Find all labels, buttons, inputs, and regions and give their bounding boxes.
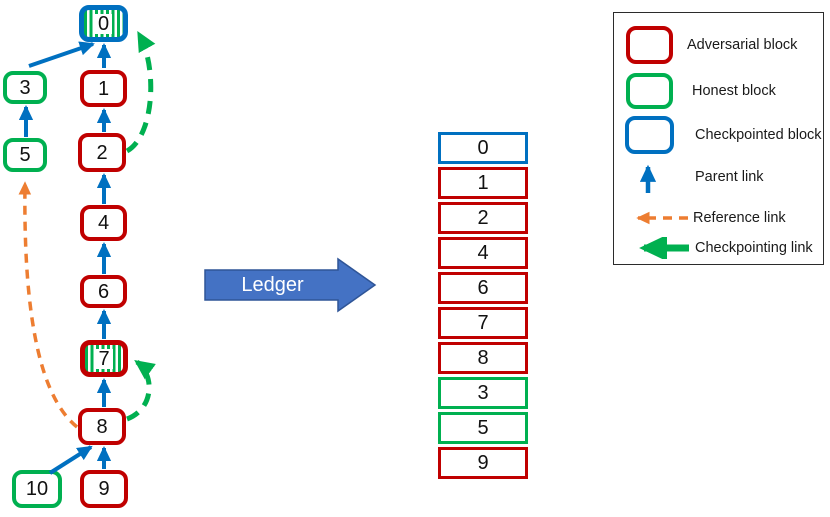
ledger-cell-9-label: 9 <box>477 452 489 474</box>
ledger-cell-4: 4 <box>438 237 528 269</box>
block-2: 2 <box>78 133 126 172</box>
block-6: 6 <box>80 275 127 308</box>
block-4: 4 <box>80 205 127 241</box>
legend-honest-block-swatch <box>626 73 673 109</box>
legend-adversarial-block-label: Adversarial block <box>687 37 798 53</box>
ledger-cell-1-label: 1 <box>477 172 489 194</box>
block-10-label: 10 <box>22 479 52 499</box>
parent-link-10-8 <box>48 445 93 475</box>
block-10: 10 <box>12 470 62 508</box>
block-8-label: 8 <box>93 416 111 437</box>
legend-parent-link-arrow-icon <box>639 164 657 193</box>
ledger-cell-3-label: 3 <box>477 382 489 404</box>
ledger-cell-6: 6 <box>438 272 528 304</box>
legend-reference-link-label: Reference link <box>693 210 786 226</box>
reference-link-8-5 <box>18 181 79 429</box>
ledger-cell-7-label: 7 <box>477 312 489 334</box>
block-7: 7 <box>80 340 128 377</box>
ledger-cell-8-label: 8 <box>477 347 489 369</box>
ledger-cell-0-label: 0 <box>477 137 489 159</box>
legend-checkpointing-link-label: Checkpointing link <box>695 240 813 256</box>
ledger-arrow <box>204 257 377 313</box>
ledger-cell-5-label: 5 <box>477 417 489 439</box>
legend-checkpointing-link-arrow-icon <box>639 237 689 259</box>
ledger-arrow-label: Ledger <box>241 273 304 296</box>
checkpointing-link-8-7 <box>125 359 156 422</box>
ledger-cell-8: 8 <box>438 342 528 374</box>
ledger-cell-3: 3 <box>438 377 528 409</box>
ledger-cell-2: 2 <box>438 202 528 234</box>
block-0: 0 <box>79 5 128 42</box>
legend-parent-link-label: Parent link <box>695 169 764 185</box>
block-6-label: 6 <box>94 281 113 302</box>
ledger-cell-5: 5 <box>438 412 528 444</box>
legend-adversarial-block-swatch <box>626 26 673 64</box>
block-9-label: 9 <box>95 479 113 499</box>
block-5-label: 5 <box>16 145 34 165</box>
legend-checkpointed-block-label: Checkpointed block <box>695 127 822 143</box>
block-9: 9 <box>80 470 128 508</box>
block-1-label: 1 <box>94 78 113 99</box>
ledger-cell-7: 7 <box>438 307 528 339</box>
ledger-column: 0 1 2 4 6 7 8 3 5 9 <box>438 132 528 479</box>
ledger-cell-9: 9 <box>438 447 528 479</box>
block-5: 5 <box>3 138 47 172</box>
ledger-cell-2-label: 2 <box>477 207 489 229</box>
ledger-arrow-shape <box>204 257 377 313</box>
checkpointing-link-2-0 <box>125 30 156 154</box>
block-2-label: 2 <box>93 142 111 163</box>
legend-box: Adversarial block Honest block Checkpoin… <box>613 12 824 265</box>
block-0-label: 0 <box>94 13 113 34</box>
block-3: 3 <box>3 71 47 104</box>
ledger-cell-6-label: 6 <box>477 277 489 299</box>
block-3-label: 3 <box>16 77 34 98</box>
block-1: 1 <box>80 70 127 107</box>
block-7-label: 7 <box>95 348 113 369</box>
legend-honest-block-label: Honest block <box>692 83 776 99</box>
ledger-cell-1: 1 <box>438 167 528 199</box>
ledger-cell-0: 0 <box>438 132 528 164</box>
ledger-cell-4-label: 4 <box>477 242 489 264</box>
legend-reference-link-arrow-icon <box>636 211 688 225</box>
parent-link-3-0 <box>28 41 95 68</box>
block-8: 8 <box>78 408 126 445</box>
legend-checkpointed-block-swatch <box>625 116 674 154</box>
block-4-label: 4 <box>94 213 113 233</box>
